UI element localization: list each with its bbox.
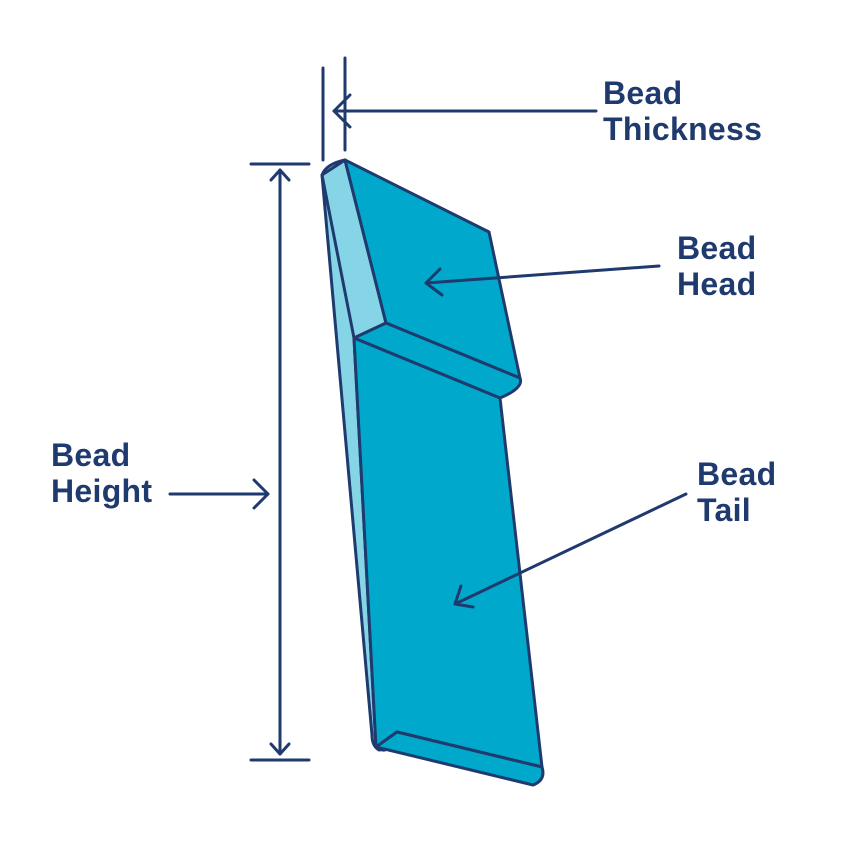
label-bead-tail-line1: Bead — [697, 456, 777, 492]
label-bead-head-line2: Head — [677, 266, 757, 302]
arrow-tail-icon — [453, 492, 688, 609]
label-bead-head: Bead Head — [677, 230, 756, 302]
label-bead-thickness: Bead Thickness — [603, 75, 762, 147]
dimension-arrow-icon — [269, 168, 291, 756]
arrow-thickness-icon — [332, 93, 598, 129]
label-bead-tail-line2: Tail — [697, 492, 751, 528]
label-bead-height-line1: Bead — [51, 437, 131, 473]
bead-tail-face — [352, 336, 544, 769]
label-bead-height: Bead Height — [51, 437, 152, 509]
arrow-height-icon — [168, 478, 270, 510]
label-bead-tail: Bead Tail — [697, 456, 776, 528]
label-bead-thickness-line2: Thickness — [603, 111, 763, 147]
label-bead-head-line1: Bead — [677, 230, 757, 266]
bead-bottom-face — [374, 730, 545, 787]
label-bead-thickness-line1: Bead — [603, 75, 683, 111]
label-bead-height-line2: Height — [51, 473, 153, 509]
arrow-head-icon — [424, 264, 661, 297]
